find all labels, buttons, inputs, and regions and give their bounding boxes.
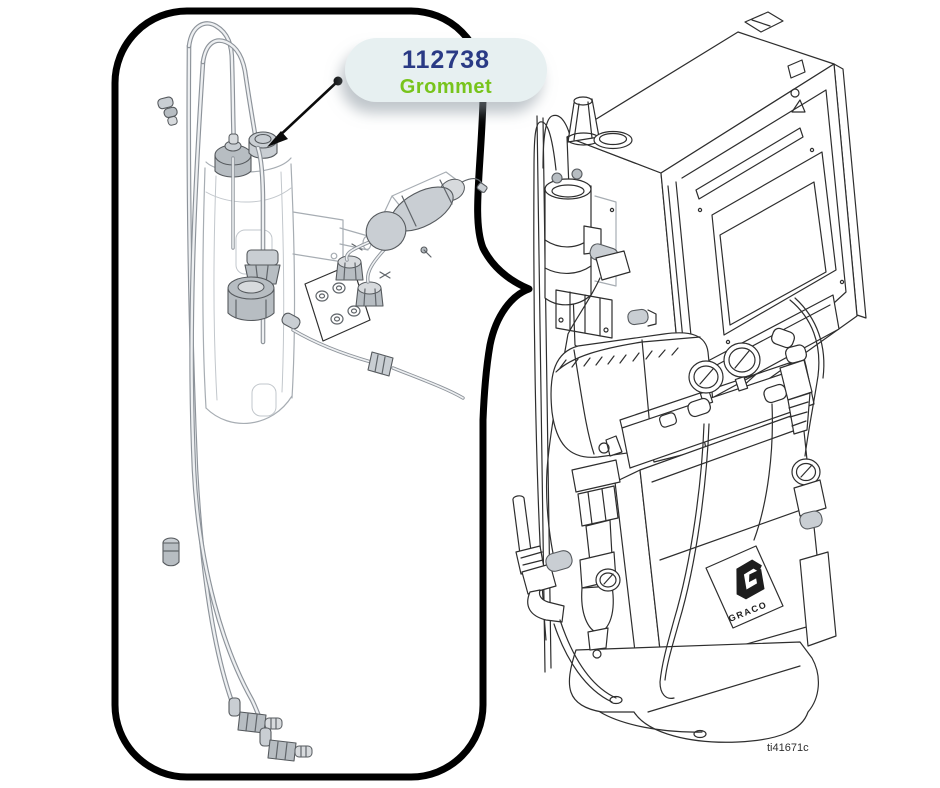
vent-slit [695, 127, 804, 200]
solvent-tank [202, 157, 372, 424]
pressure-gauge-4 [595, 568, 621, 592]
pressure-gauge-3 [791, 458, 821, 486]
balloon-outline [111, 7, 533, 781]
fill-cap [593, 130, 633, 150]
pipe-stack [553, 459, 621, 703]
inline-fitting [162, 537, 180, 567]
machine-illustration: GRACO [512, 11, 867, 754]
graco-logo-plate: GRACO [705, 545, 784, 629]
pressure-gauge-1 [688, 360, 724, 394]
mounting-plate [304, 263, 371, 342]
fluid-manifold [598, 342, 815, 699]
screw-icon [790, 88, 800, 98]
graco-logo-icon [736, 559, 765, 600]
mounting-bracket-frame [555, 289, 613, 339]
clip-fitting [157, 96, 178, 126]
ball-valve-lever [512, 495, 532, 555]
machine-canister [544, 168, 617, 306]
outlet-elbow [281, 312, 301, 330]
part-number: 112738 [402, 46, 490, 74]
elbow-fitting-2 [259, 727, 313, 762]
hose-union-fitting [367, 351, 394, 377]
elbow-fitting-1 [228, 697, 283, 734]
grommet-left [214, 133, 252, 178]
hex-fitting-2 [355, 271, 391, 307]
ball-valve-assembly [512, 495, 573, 623]
tank-cap [227, 276, 275, 322]
dip-tube [231, 148, 263, 342]
solenoid-valve [344, 171, 488, 284]
warning-triangle-icon [791, 99, 806, 113]
display-screen [711, 151, 837, 336]
grommet-right [248, 131, 278, 159]
detail-balloon [111, 7, 533, 781]
part-name: Grommet [400, 76, 492, 98]
pressure-gauge-2 [723, 342, 761, 378]
right-valve-cluster [771, 297, 827, 530]
pointer-arrow-icon [267, 76, 343, 147]
image-code-label: ti41671c [767, 742, 809, 754]
manifold-elbow-fitting [658, 383, 787, 428]
callout-bubble: 112738 Grommet [345, 38, 547, 102]
exploded-view [157, 23, 488, 762]
door-edge-fitting [627, 308, 657, 327]
base-pedestal: GRACO [568, 411, 837, 743]
id-label [787, 59, 806, 79]
